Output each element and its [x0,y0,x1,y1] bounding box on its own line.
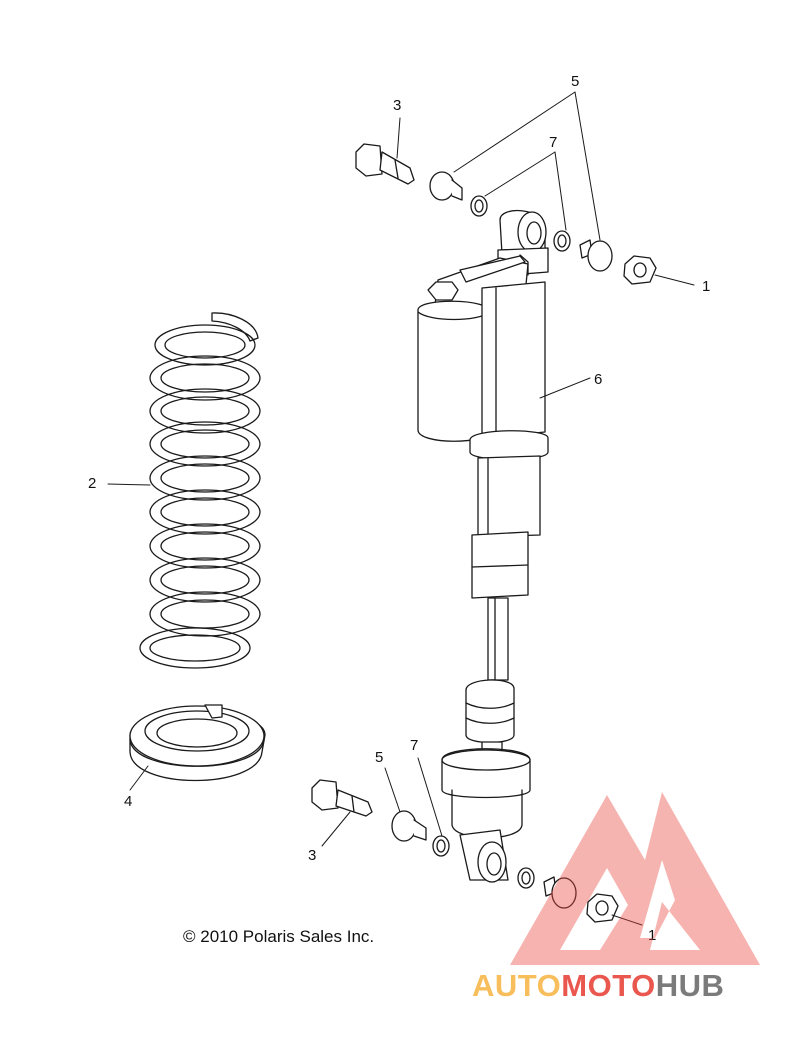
shock-absorber [417,209,549,883]
lower-washer-left [432,835,450,857]
logo-text-hub: HUB [656,968,725,1003]
leader-lines [107,91,695,926]
lower-bushing-left [391,810,427,842]
callout-4: 4 [124,793,132,810]
lower-bushing-right [543,876,577,909]
copyright-notice: © 2010 Polaris Sales Inc. [183,927,374,946]
callout-6: 6 [594,371,602,388]
logo-text-moto: MOTO [561,968,655,1003]
callout-7-bottom: 7 [410,737,418,754]
callout-7-top: 7 [549,134,557,151]
callout-5-top: 5 [571,73,579,90]
callout-1-bottom: 1 [648,927,656,944]
callout-3-top: 3 [393,97,401,114]
lower-bolt [311,779,373,817]
lower-washer-right [517,867,535,889]
callout-5-bottom: 5 [375,749,383,766]
lower-nut [586,893,619,923]
coil-spring [139,312,261,669]
upper-bushing-left [429,171,463,201]
upper-bolt [355,143,415,185]
upper-nut [623,255,657,285]
svg-text:AUTOMOTOHUB: AUTOMOTOHUB [472,968,724,1003]
callout-2: 2 [88,475,96,492]
upper-washer-right [553,230,571,252]
callout-1-top: 1 [702,278,710,295]
automotohub-logo: AUTOMOTOHUB [472,792,760,1003]
callout-3-bottom: 3 [308,847,316,864]
upper-bushing-right [579,239,613,272]
logo-text-auto: AUTO [472,968,561,1003]
upper-washer-left [470,195,488,217]
spring-seat [129,704,266,782]
